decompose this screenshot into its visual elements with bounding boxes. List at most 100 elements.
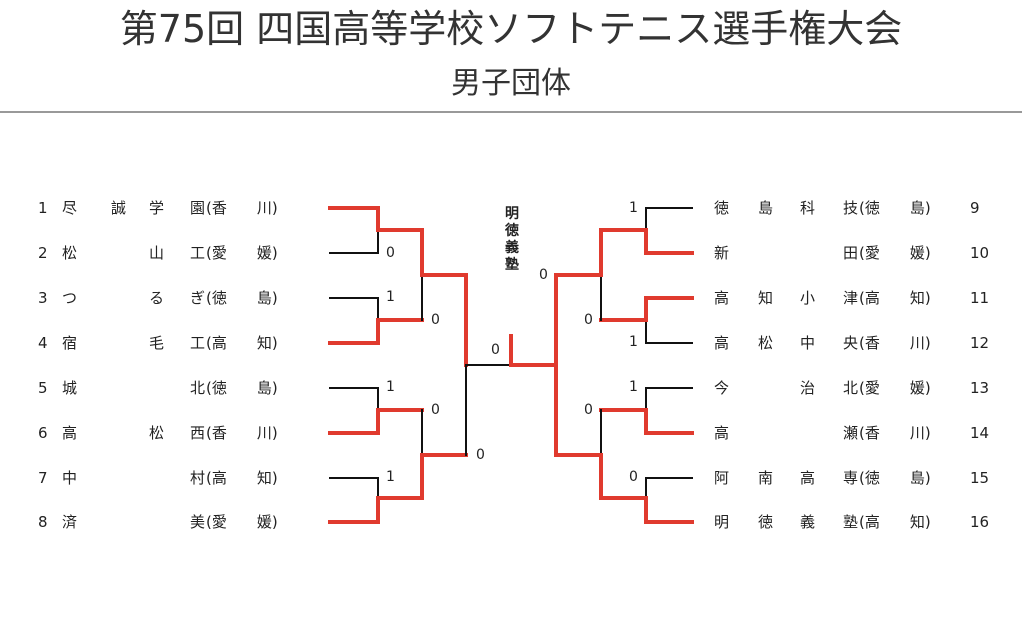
team-name-char: 西 bbox=[190, 424, 206, 442]
team-prefecture: (高 知) bbox=[206, 469, 278, 487]
team-name-char: 毛 bbox=[149, 334, 165, 352]
team-seed: 8 bbox=[38, 513, 48, 531]
bracket-line bbox=[644, 228, 694, 255]
bracket-line bbox=[645, 477, 693, 499]
team-name-char: 北 bbox=[843, 379, 859, 397]
team-name-char: 松 bbox=[62, 244, 78, 262]
team-name-char: 誠 bbox=[111, 199, 127, 217]
team-row: 高 瀬(香 川) 14 bbox=[714, 423, 1004, 443]
bracket-line bbox=[328, 408, 380, 435]
team-seed: 7 bbox=[38, 469, 48, 487]
score-right-r2-m1: 0 bbox=[584, 312, 593, 328]
team-name-char: 明 bbox=[714, 513, 730, 531]
team-prefecture: (香 川) bbox=[206, 424, 278, 442]
team-name-char: 津 bbox=[843, 289, 859, 307]
team-name-char: 技 bbox=[843, 199, 859, 217]
team-prefecture: (高 知) bbox=[206, 334, 278, 352]
team-name-char: 高 bbox=[714, 289, 730, 307]
team-name-char: 島 bbox=[758, 199, 774, 217]
team-seed: 2 bbox=[38, 244, 48, 262]
champion-label: 明徳義塾 bbox=[505, 206, 519, 273]
team-prefecture: (香 川) bbox=[859, 424, 931, 442]
team-name-char: 城 bbox=[62, 379, 78, 397]
team-name-char: 瀬 bbox=[843, 424, 859, 442]
team-seed: 12 bbox=[970, 334, 990, 352]
team-row: 高知小津(高 知)11 bbox=[714, 288, 1004, 308]
bracket-line bbox=[645, 319, 693, 344]
bracket-line bbox=[644, 496, 694, 524]
team-name-char: 南 bbox=[758, 469, 774, 487]
team-name-char: 園 bbox=[190, 199, 206, 217]
score-right-r1-m3: 1 bbox=[629, 379, 638, 395]
team-name-char: 高 bbox=[62, 424, 78, 442]
team-prefecture: (愛 媛) bbox=[859, 244, 931, 262]
team-prefecture: (高 知) bbox=[859, 513, 931, 531]
team-row: 新田(愛 媛)10 bbox=[714, 243, 1004, 263]
team-prefecture: (徳 島) bbox=[859, 469, 931, 487]
score-left-r3: 0 bbox=[476, 447, 485, 463]
bracket-line bbox=[329, 229, 379, 254]
team-name-char: 美 bbox=[190, 513, 206, 531]
team-prefecture: (徳 島) bbox=[206, 289, 278, 307]
team-name-char: 松 bbox=[149, 424, 165, 442]
team-seed: 5 bbox=[38, 379, 48, 397]
score-right-r2-m2: 0 bbox=[584, 402, 593, 418]
score-left-r1-m4: 1 bbox=[386, 469, 395, 485]
team-name-char: 治 bbox=[800, 379, 816, 397]
team-seed: 11 bbox=[970, 289, 990, 307]
bracket-line bbox=[328, 206, 380, 232]
bracket-line bbox=[644, 296, 694, 322]
team-row: 徳島科技(徳 島)9 bbox=[714, 198, 1004, 218]
team-name-char: る bbox=[149, 289, 165, 307]
team-name-char: 義 bbox=[800, 513, 816, 531]
team-name-char: 中 bbox=[62, 469, 78, 487]
team-seed: 9 bbox=[970, 199, 980, 217]
header-divider bbox=[0, 111, 1022, 113]
team-name-char: 宿 bbox=[62, 334, 78, 352]
score-final-left: 0 bbox=[491, 342, 500, 358]
page-title: 第75回 四国高等学校ソフトテニス選手権大会 bbox=[119, 7, 903, 51]
team-row: 高松中央(香 川)12 bbox=[714, 333, 1004, 353]
team-name-char: 工 bbox=[190, 244, 206, 262]
team-name-char: 松 bbox=[758, 334, 774, 352]
team-prefecture: (徳 島) bbox=[859, 199, 931, 217]
team-prefecture: (香 川) bbox=[859, 334, 931, 352]
team-seed: 1 bbox=[38, 199, 48, 217]
team-seed: 10 bbox=[970, 244, 990, 262]
team-name-char: 阿 bbox=[714, 469, 730, 487]
score-left-r2-m1: 0 bbox=[431, 312, 440, 328]
team-name-char: 高 bbox=[800, 469, 816, 487]
team-name-char: 高 bbox=[714, 424, 730, 442]
score-left-r1-m3: 1 bbox=[386, 379, 395, 395]
score-right-r1-m1: 1 bbox=[629, 200, 638, 216]
team-name-char: 小 bbox=[800, 289, 816, 307]
team-seed: 6 bbox=[38, 424, 48, 442]
team-prefecture: (愛 媛) bbox=[206, 244, 278, 262]
page-subtitle: 男子団体 bbox=[451, 66, 571, 101]
team-name-char: つ bbox=[62, 289, 78, 307]
bracket-line bbox=[328, 318, 380, 345]
team-name-char: 央 bbox=[843, 334, 859, 352]
team-name-char: 北 bbox=[190, 379, 206, 397]
team-prefecture: (高 知) bbox=[859, 289, 931, 307]
team-name-char: 尽 bbox=[62, 199, 78, 217]
team-seed: 3 bbox=[38, 289, 48, 307]
team-name-char: 塾 bbox=[843, 513, 859, 531]
team-name-char: 済 bbox=[62, 513, 78, 531]
team-name-char: 学 bbox=[149, 199, 165, 217]
team-seed: 14 bbox=[970, 424, 990, 442]
team-name-char: 高 bbox=[714, 334, 730, 352]
team-name-char: 科 bbox=[800, 199, 816, 217]
bracket-line bbox=[329, 477, 379, 499]
team-row: 明徳義塾(高 知)16 bbox=[714, 512, 1004, 532]
team-row: 阿南高専(徳 島)15 bbox=[714, 468, 1004, 488]
team-name-char: ぎ bbox=[190, 289, 206, 307]
bracket-line bbox=[329, 297, 379, 321]
